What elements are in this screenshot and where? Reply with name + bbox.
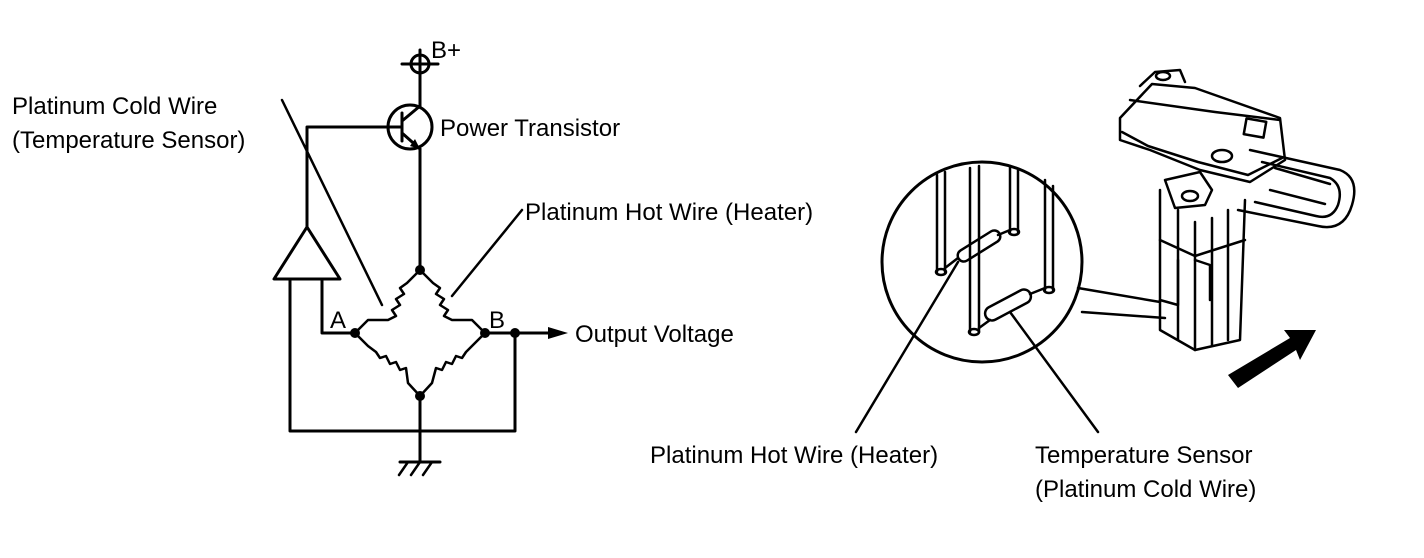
output-voltage-label: Output Voltage (575, 321, 734, 348)
sensor-hot-wire-label: Platinum Hot Wire (Heater) (650, 442, 938, 469)
airflow-arrow (1228, 330, 1316, 388)
cold-wire-label-line2: (Temperature Sensor) (12, 127, 245, 154)
hot-wire-element (943, 228, 1012, 270)
bridge-circuit: B+ Power Transistor (12, 37, 813, 477)
magnify-leader-top (1076, 286, 1162, 304)
output-arrow (548, 327, 568, 339)
wheatstone-bridge (350, 265, 490, 401)
sensor-body (1118, 68, 1356, 352)
node-b-label: B (489, 307, 505, 334)
cold-wire-resistor (353, 268, 422, 335)
power-transistor-label: Power Transistor (440, 115, 620, 142)
supply-terminal (400, 48, 440, 108)
magnified-view-circle (880, 160, 1084, 364)
cold-wire-element (977, 286, 1047, 330)
cold-wire-label-line1: Platinum Cold Wire (12, 93, 217, 120)
hot-wire-resistor (418, 268, 487, 335)
fixed-resistor-right (418, 331, 487, 398)
ground-symbol (397, 460, 442, 477)
support-wires (934, 164, 1056, 337)
node-a-label: A (330, 307, 346, 334)
temp-sensor-label-leader (1008, 310, 1100, 434)
fixed-resistor-left (353, 331, 422, 398)
sensor-temp-label-line1: Temperature Sensor (1035, 442, 1252, 469)
magnify-leader-bottom (1080, 310, 1167, 320)
supply-label: B+ (431, 37, 461, 64)
hot-wire-label-leader (854, 260, 960, 434)
hot-wire-label: Platinum Hot Wire (Heater) (525, 199, 813, 226)
cold-wire-leader (280, 98, 384, 307)
airflow-meter-illustration: Platinum Hot Wire (Heater) Temperature S… (650, 68, 1356, 503)
amplifier-symbol (272, 125, 517, 433)
power-transistor-symbol (306, 103, 434, 151)
sensor-temp-label-line2: (Platinum Cold Wire) (1035, 476, 1256, 503)
hot-wire-leader (450, 208, 524, 298)
